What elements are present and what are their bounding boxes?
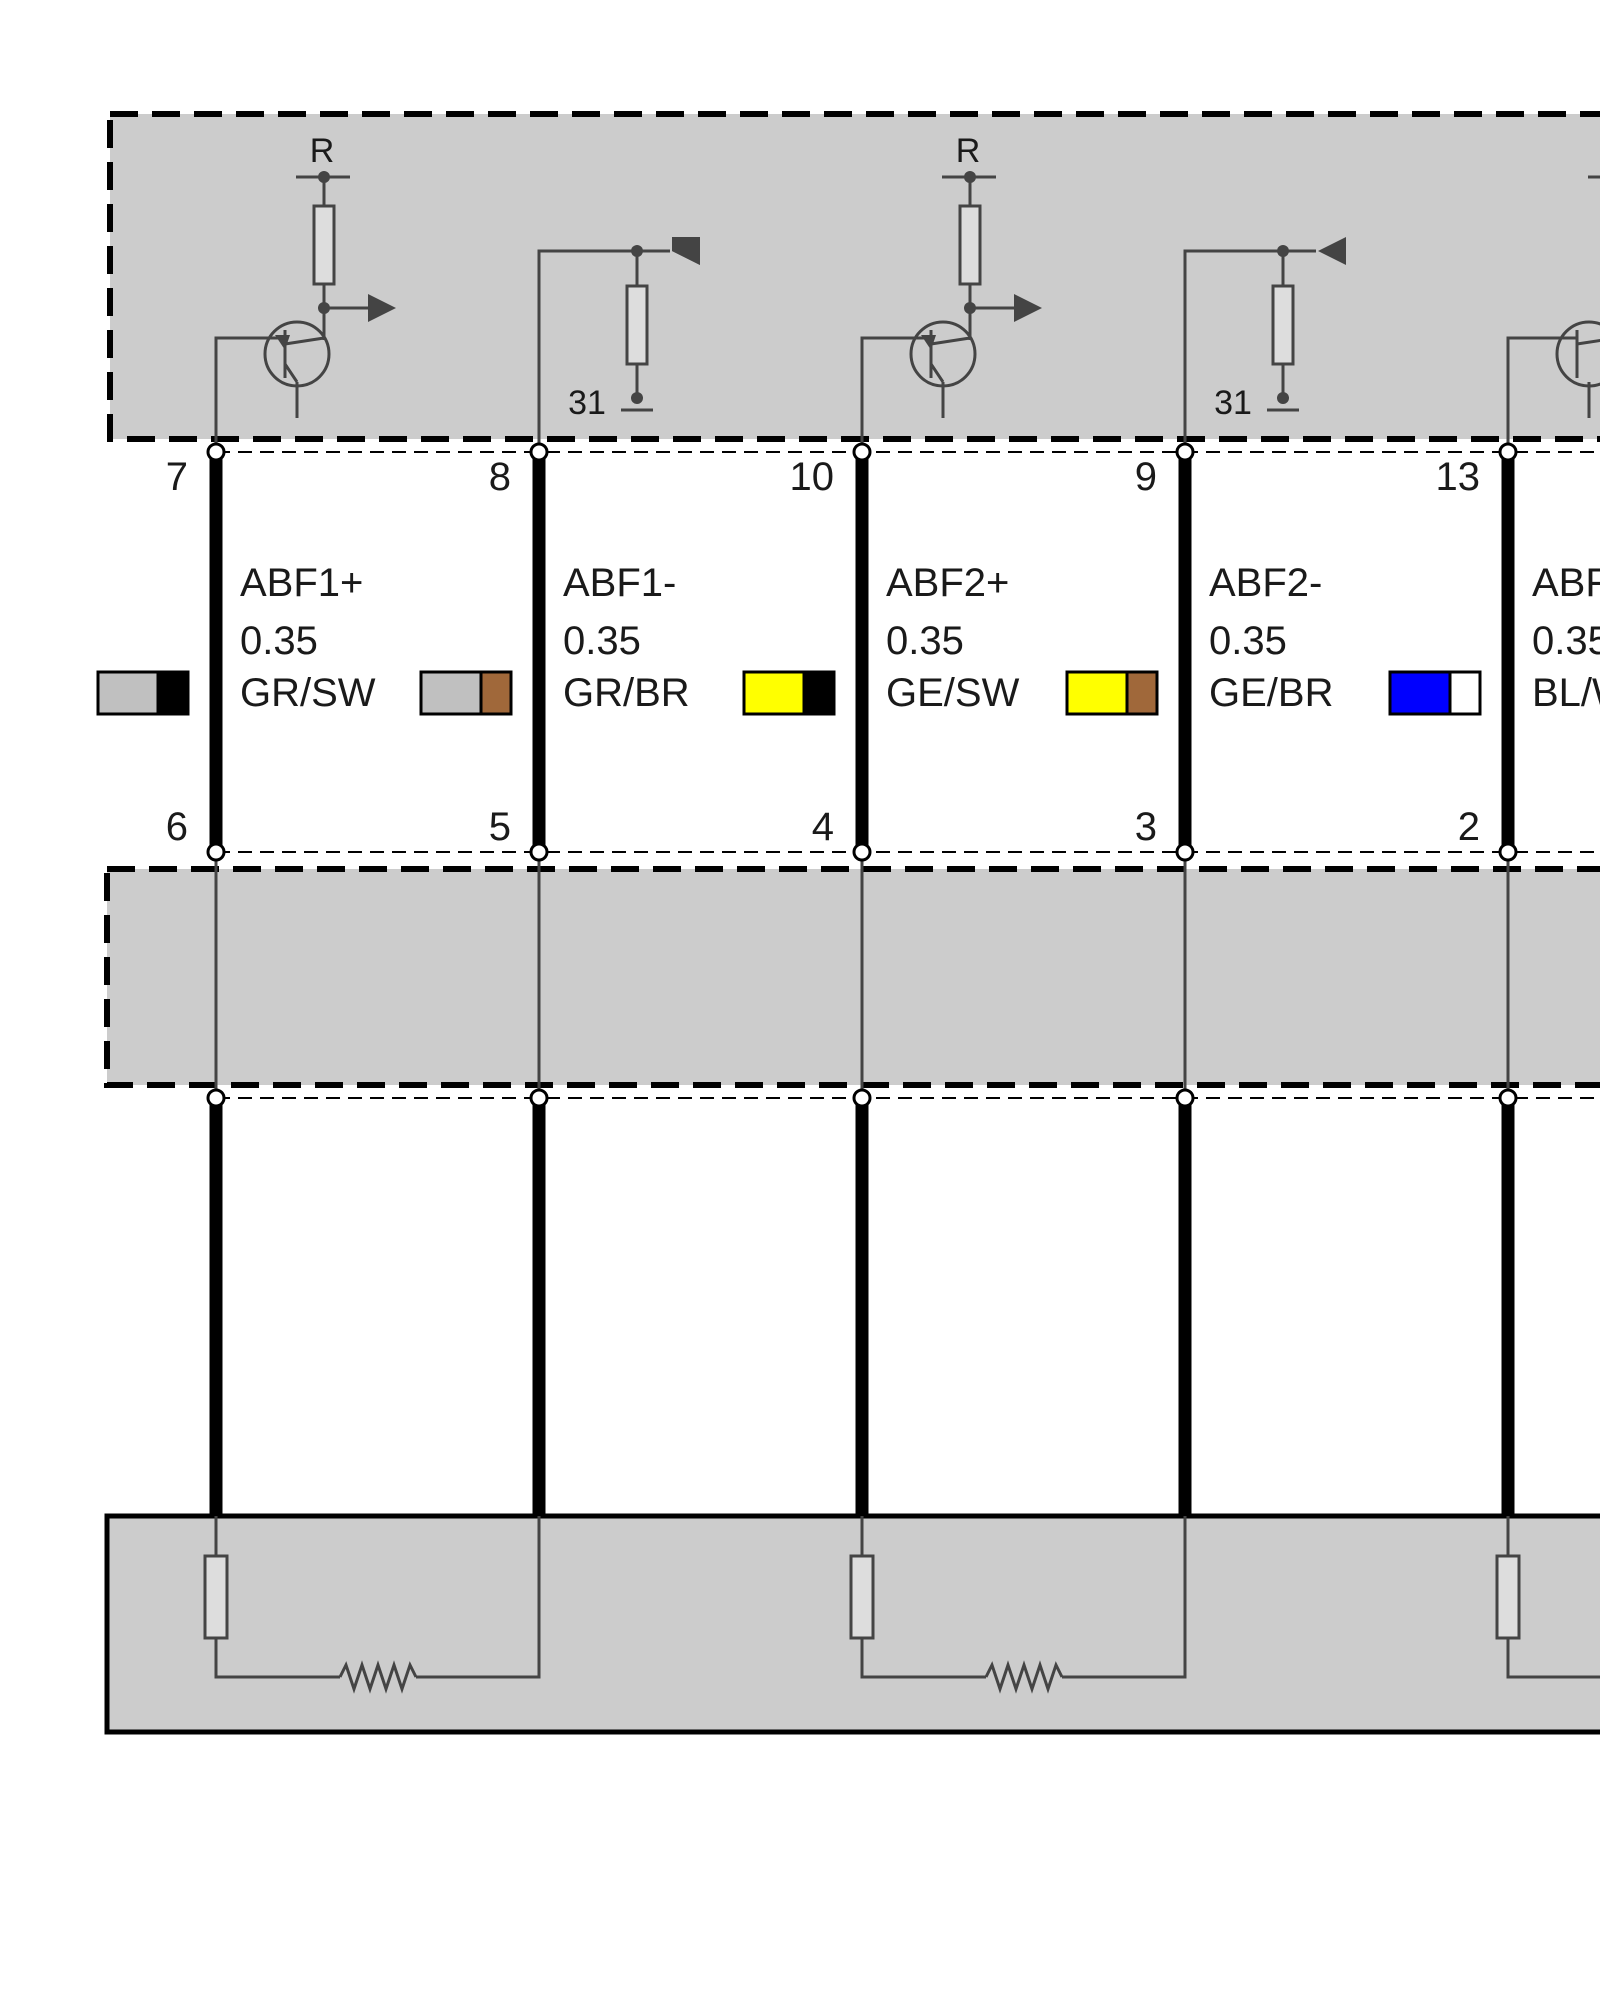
connector-terminal-icon — [529, 442, 549, 462]
connector-terminal-icon — [1498, 842, 1518, 862]
middle-connector-module — [104, 866, 1600, 1088]
resistor-icon — [625, 284, 649, 366]
resistor-icon — [1495, 1554, 1521, 1640]
resistor-icon — [849, 1554, 875, 1640]
sensor-circuit-3 — [1495, 1516, 1600, 1679]
wire-color-swatch-main — [1388, 670, 1452, 716]
wire-size-label: 0.35 — [1532, 619, 1600, 663]
wire-color-swatch-main — [96, 670, 160, 716]
wire-signal-label: ABF1+ — [240, 561, 363, 605]
wire-signal-label: ABF1- — [563, 561, 676, 605]
sense-circuit-2: 31 — [1183, 237, 1346, 448]
top-pin-number: 8 — [489, 455, 511, 499]
wire-color-code-label: GR/SW — [240, 671, 376, 715]
transistor-driver-1: R — [214, 132, 396, 448]
connector-terminal-icon — [206, 842, 226, 862]
coil-icon — [338, 1660, 418, 1694]
connector-terminal-icon — [1498, 1088, 1518, 1108]
connector-terminal-icon — [1175, 442, 1195, 462]
bottom-pin-number: 3 — [1135, 805, 1157, 849]
coil-icon — [984, 1660, 1064, 1694]
connector-terminal-icon — [206, 1088, 226, 1108]
ground-label-31: 31 — [1214, 384, 1252, 422]
wire-color-swatch-main — [419, 670, 483, 716]
supply-label-r: R — [956, 132, 981, 170]
resistor-icon — [203, 1554, 229, 1640]
wire-color-swatch-main — [1065, 670, 1129, 716]
wire-color-swatch-stripe — [802, 670, 836, 716]
supply-label-r: R — [310, 132, 335, 170]
ground-label-31: 31 — [568, 384, 606, 422]
wire-color-swatch-main — [742, 670, 806, 716]
sense-circuit-1: 31 — [537, 237, 700, 448]
wire-color-swatch-stripe — [1125, 670, 1159, 716]
wire-color-code-label: GE/SW — [886, 671, 1020, 715]
transistor-driver-2: R — [860, 132, 1042, 448]
top-control-module — [107, 111, 1600, 442]
connector-terminal-icon — [852, 842, 872, 862]
connector-terminal-icon — [206, 442, 226, 462]
bottom-pin-number: 2 — [1458, 805, 1480, 849]
connector-terminal-icon — [1175, 842, 1195, 862]
connector-terminal-icon — [852, 1088, 872, 1108]
connector-terminal-icon — [1498, 442, 1518, 462]
wire-color-code-label: BL/W — [1532, 671, 1600, 715]
bottom-pin-number: 4 — [812, 805, 834, 849]
resistor-icon — [958, 204, 982, 286]
bottom-pin-number: 6 — [166, 805, 188, 849]
sensor-circuit-1 — [203, 1516, 541, 1694]
connector-terminal-icon — [529, 842, 549, 862]
wire-color-swatch-stripe — [1448, 670, 1482, 716]
wire-size-label: 0.35 — [563, 619, 641, 663]
wire-color-swatch-stripe — [156, 670, 190, 716]
input-arrow-icon — [1318, 237, 1346, 265]
wire-size-label: 0.35 — [240, 619, 318, 663]
top-pin-number: 9 — [1135, 455, 1157, 499]
resistor-icon — [312, 204, 336, 286]
sensor-circuit-2 — [849, 1516, 1187, 1694]
top-pin-number: 7 — [166, 455, 188, 499]
wire-signal-label: ABF2- — [1209, 561, 1322, 605]
wire-signal-label: ABF2+ — [886, 561, 1009, 605]
wire-signal-label: ABF — [1532, 561, 1600, 605]
transistor-driver-3 — [1506, 175, 1600, 448]
wire-color-code-label: GR/BR — [563, 671, 690, 715]
connector-terminal-icon — [1175, 1088, 1195, 1108]
resistor-icon — [1271, 284, 1295, 366]
top-pin-number: 13 — [1436, 455, 1481, 499]
output-arrow-icon — [1014, 294, 1042, 322]
wire-color-swatch-stripe — [479, 670, 513, 716]
connector-terminal-icon — [529, 1088, 549, 1108]
top-pin-number: 10 — [790, 455, 835, 499]
bottom-pin-number: 5 — [489, 805, 511, 849]
output-arrow-icon — [368, 294, 396, 322]
wire-color-code-label: GE/BR — [1209, 671, 1333, 715]
connector-terminal-icon — [852, 442, 872, 462]
wire-size-label: 0.35 — [1209, 619, 1287, 663]
wire-size-label: 0.35 — [886, 619, 964, 663]
